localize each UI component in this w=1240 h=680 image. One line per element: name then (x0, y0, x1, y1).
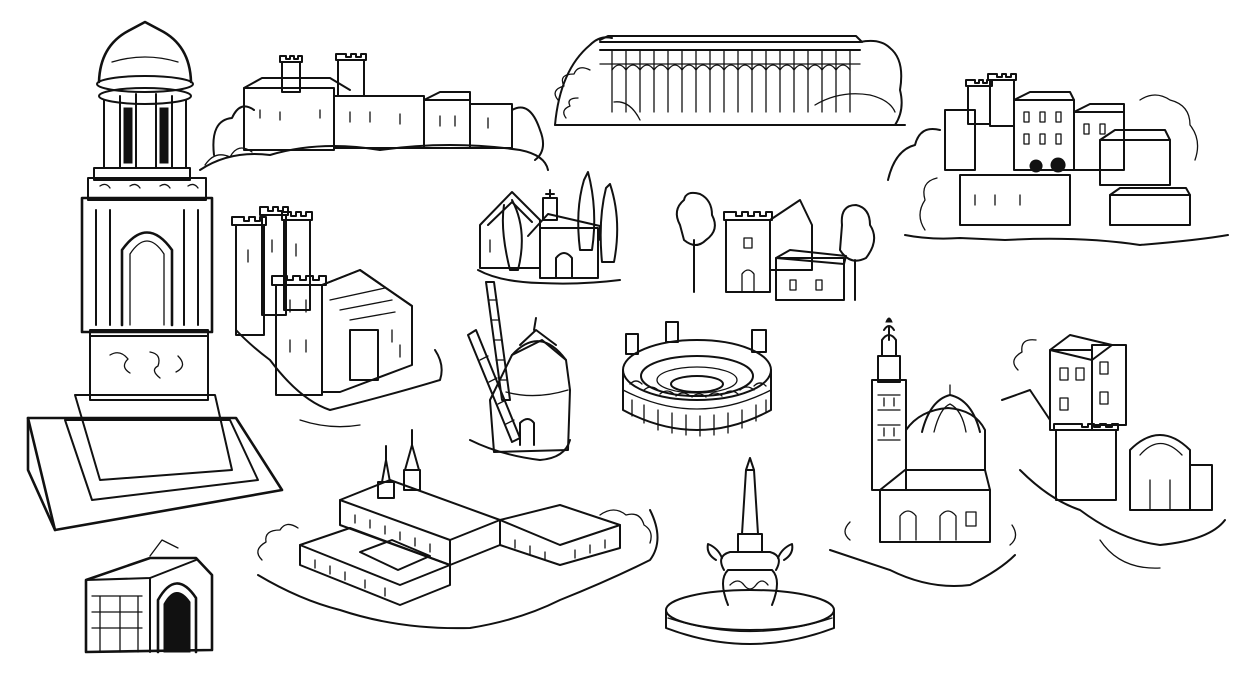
aqueduct-icon (554, 35, 906, 126)
obelisk-fountain-icon (665, 457, 835, 645)
church-trees-icon (675, 191, 876, 301)
abbey-ruins-icon (1001, 334, 1226, 569)
roman-mausoleum-icon (26, 20, 284, 532)
abbey-monastery-icon (257, 429, 659, 630)
amphitheater-icon (622, 321, 772, 437)
basilica-dome-icon (829, 317, 1017, 587)
hilltop-castle-icon (199, 53, 549, 171)
castle-village-icon (887, 73, 1229, 246)
fortress-castle-icon (231, 206, 443, 428)
windmill-icon (467, 281, 571, 461)
triumphal-arch-icon (84, 539, 214, 654)
chapel-cypress-icon (477, 171, 621, 285)
